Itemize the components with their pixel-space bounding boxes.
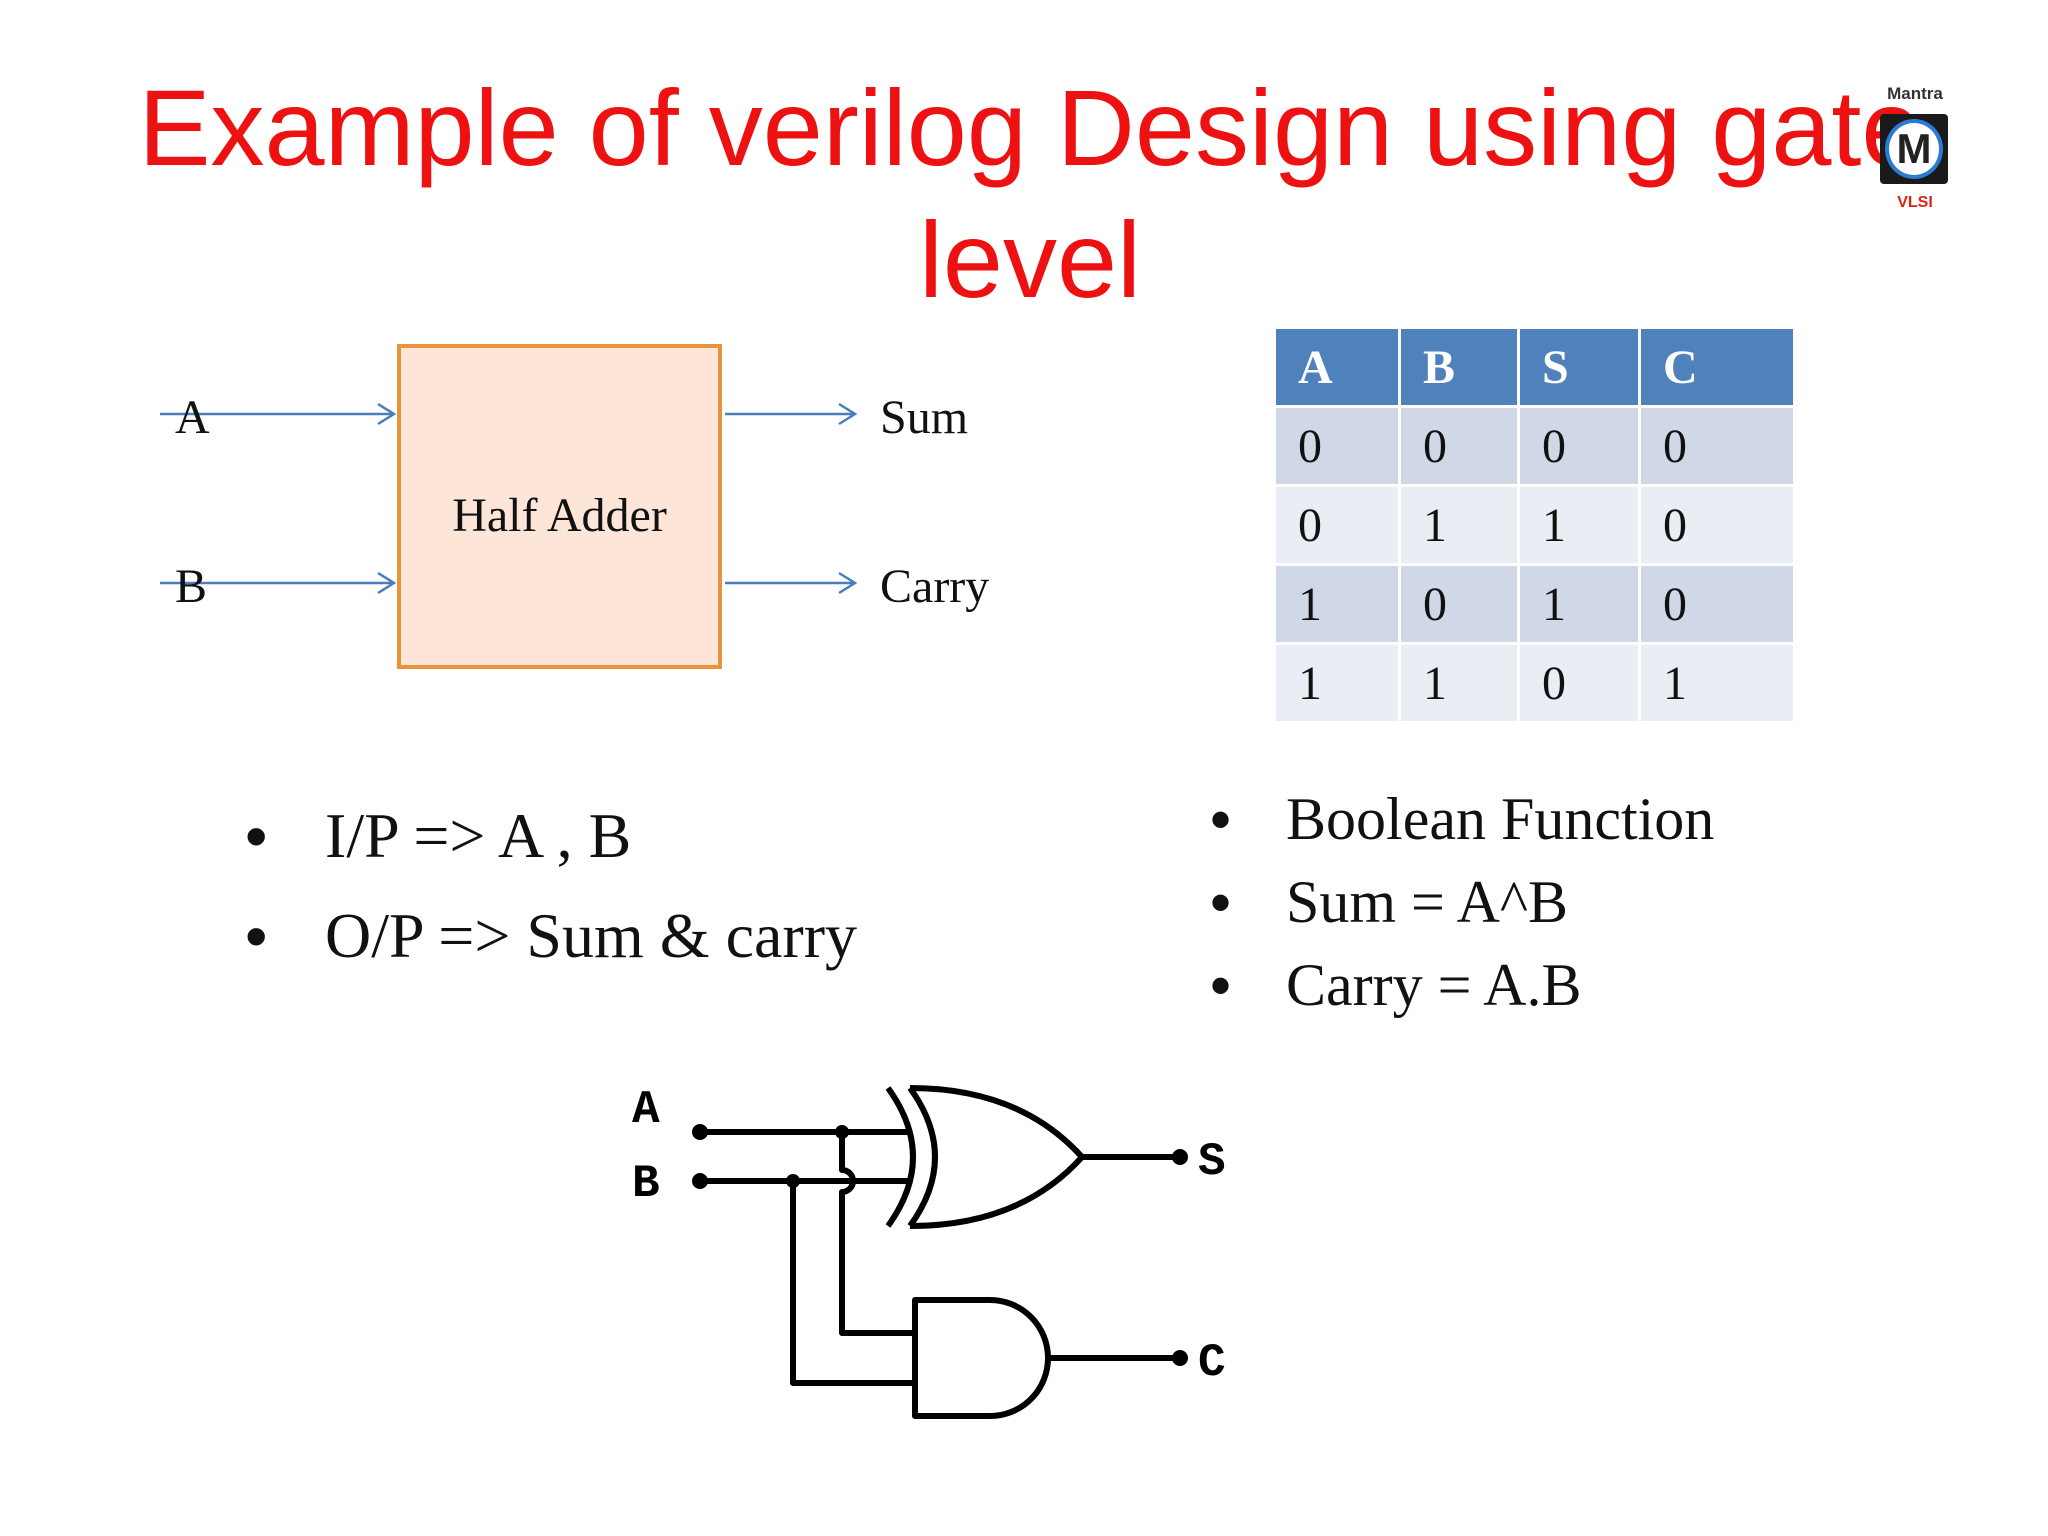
schematic-input-b-label: B (632, 1158, 660, 1210)
table-cell: 0 (1273, 405, 1401, 487)
xor-back-arc (907, 1086, 938, 1228)
truth-table-header-row: A B S C (1273, 326, 1796, 408)
xor-extra-arc (885, 1086, 916, 1228)
schematic-output-c-label: C (1198, 1337, 1226, 1389)
table-cell: 1 (1517, 484, 1641, 566)
list-item: Sum = A^B (1210, 861, 1714, 944)
half-adder-block-diagram: Half Adder A B Sum Carry (150, 330, 1050, 700)
schematic-output-s-label: S (1198, 1136, 1226, 1188)
list-item: Boolean Function (1210, 778, 1714, 861)
header-s: S (1517, 326, 1641, 408)
truth-table: A B S C 0 0 0 0 0 1 1 0 1 0 1 0 1 1 0 1 (1273, 326, 1796, 724)
junction-b (786, 1174, 800, 1188)
junction-a (835, 1125, 849, 1139)
mantra-vlsi-logo: Mantra M VLSI (1870, 84, 1960, 224)
schematic-input-a-label: A (632, 1084, 660, 1136)
output-sum-label: Sum (880, 391, 969, 444)
table-cell: 0 (1273, 484, 1401, 566)
header-b: B (1398, 326, 1520, 408)
block-diagram-arrows (160, 402, 858, 595)
half-adder-label: Half Adder (452, 489, 667, 542)
input-b-label: B (175, 560, 208, 613)
output-carry-label: Carry (880, 560, 990, 613)
and-gate-body (912, 1297, 1051, 1419)
output-c-terminal (1172, 1350, 1188, 1366)
table-cell: 0 (1638, 484, 1796, 566)
input-b-terminal (692, 1173, 708, 1189)
input-b-arrowhead (377, 571, 397, 595)
table-cell: 1 (1398, 484, 1520, 566)
slide-title: Example of verilog Design using gate lev… (138, 67, 1922, 320)
table-cell: 0 (1517, 405, 1641, 487)
output-carry-arrowhead (838, 571, 858, 595)
wire-b-to-and (790, 1181, 915, 1386)
table-cell: 1 (1638, 642, 1796, 724)
output-s-terminal (1172, 1149, 1188, 1165)
table-row: 1 1 0 1 (1273, 642, 1796, 724)
table-row: 0 1 1 0 (1273, 484, 1796, 566)
table-row: 1 0 1 0 (1273, 563, 1796, 645)
table-cell: 1 (1273, 563, 1401, 645)
list-item: I/P => A , B (245, 786, 857, 886)
input-a-arrowhead (377, 402, 397, 426)
header-c: C (1638, 326, 1796, 408)
schematic-svg: A B S C (632, 1084, 1226, 1419)
boolean-function-list: Boolean Function Sum = A^B Carry = A.B (1210, 778, 1714, 1027)
output-sum-arrowhead (838, 402, 858, 426)
list-item: O/P => Sum & carry (245, 886, 857, 986)
table-cell: 1 (1273, 642, 1401, 724)
logo-emblem: M (1880, 114, 1948, 184)
table-cell: 0 (1638, 563, 1796, 645)
table-cell: 0 (1398, 405, 1520, 487)
io-bullet-list: I/P => A , B O/P => Sum & carry (245, 786, 857, 986)
list-item: Carry = A.B (1210, 944, 1714, 1027)
table-cell: 1 (1517, 563, 1641, 645)
wire-a-to-and (839, 1132, 915, 1336)
table-row: 0 0 0 0 (1273, 405, 1796, 487)
table-cell: 0 (1517, 642, 1641, 724)
header-a: A (1273, 326, 1401, 408)
gate-level-schematic: A B S C (620, 1060, 1260, 1440)
logo-top-text: Mantra (1887, 84, 1943, 103)
input-a-label: A (175, 391, 210, 444)
table-cell: 1 (1398, 642, 1520, 724)
input-a-terminal (692, 1124, 708, 1140)
table-cell: 0 (1638, 405, 1796, 487)
logo-letter: M (1885, 119, 1943, 179)
half-adder-box: Half Adder (397, 344, 722, 669)
table-cell: 0 (1398, 563, 1520, 645)
logo-bottom-text: VLSI (1897, 194, 1933, 211)
